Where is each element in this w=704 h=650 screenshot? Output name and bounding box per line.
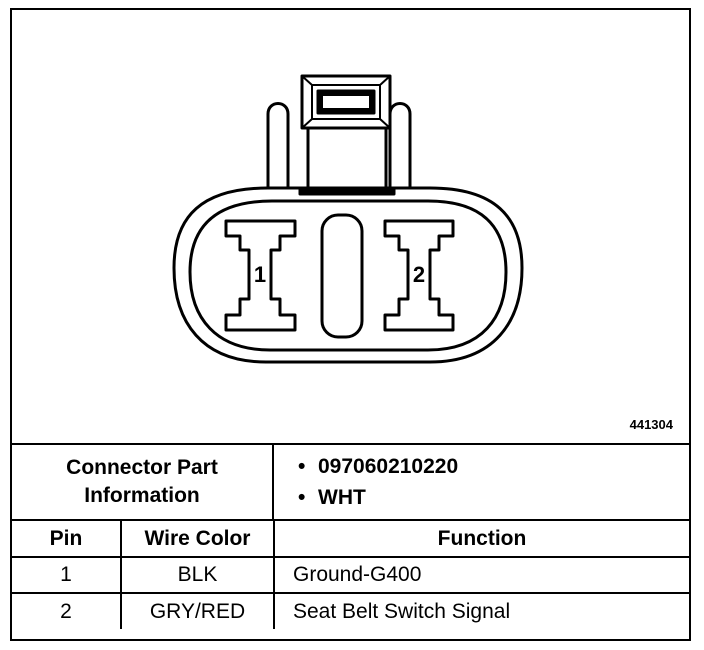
connector-inner-outline [188, 199, 508, 352]
pin-2-cavity [383, 219, 455, 332]
connector-part-number: • 097060210220 [298, 451, 689, 482]
table-row: 1 BLK Ground-G400 [12, 556, 689, 594]
pin-header: Pin [12, 521, 122, 558]
connector-part-info-list: • 097060210220 • WHT [274, 445, 689, 519]
connector-diagram: 1 2 441304 [12, 10, 689, 445]
left-lock-post [266, 102, 290, 188]
wire-color-header: Wire Color [120, 521, 275, 558]
pin-function: Ground-G400 [273, 556, 689, 594]
pin-function: Seat Belt Switch Signal [273, 592, 689, 629]
connector-housing-outline [172, 186, 524, 364]
bullet-icon: • [298, 455, 306, 478]
connector-color-text: WHT [318, 486, 366, 509]
pin-1-cavity [224, 219, 297, 332]
pin-2-label: 2 [413, 262, 425, 287]
bullet-icon: • [298, 486, 306, 509]
function-header: Function [273, 521, 689, 558]
wire-color: GRY/RED [120, 592, 275, 629]
locking-latch [298, 74, 396, 196]
right-lock-post [388, 102, 412, 188]
pin-1-label: 1 [254, 262, 266, 287]
connector-part-info-row: Connector Part Information • 097060210220… [12, 445, 689, 521]
connector-part-number-text: 097060210220 [318, 455, 459, 478]
connector-part-info-label: Connector Part Information [12, 445, 274, 519]
table-row: 2 GRY/RED Seat Belt Switch Signal [12, 592, 689, 629]
wire-color: BLK [120, 556, 275, 594]
pin-table-header: Pin Wire Color Function [12, 521, 689, 558]
connector-drawing: 1 2 [172, 74, 524, 364]
figure-id: 441304 [629, 417, 673, 432]
connector-end-view-sheet: 1 2 441304 Connector Part Information • 0… [10, 8, 691, 641]
connector-color: • WHT [298, 482, 689, 513]
pin-table: Pin Wire Color Function 1 BLK Ground-G40… [12, 521, 689, 629]
pin-number: 2 [12, 592, 122, 629]
center-key [320, 213, 364, 339]
pin-number: 1 [12, 556, 122, 594]
